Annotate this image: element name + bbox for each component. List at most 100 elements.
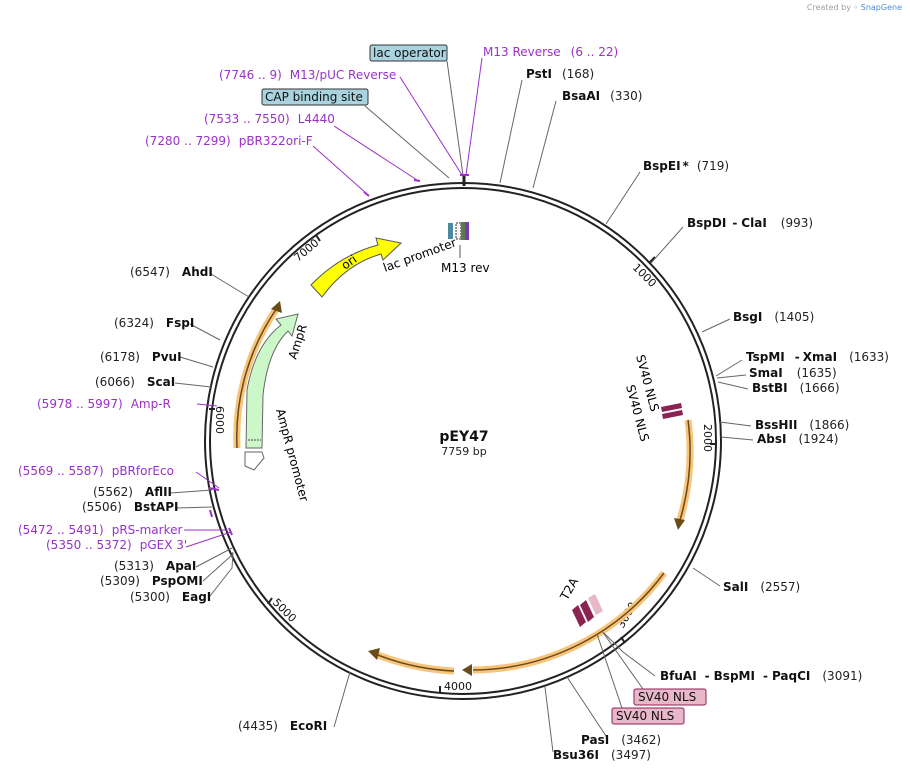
site-label-bspdi-clai[interactable]: BspDI-ClaI(993) xyxy=(687,216,813,230)
primer-label-m13-reverse[interactable]: M13 Reverse(6 .. 22) xyxy=(483,45,618,59)
leader-bsshii xyxy=(719,421,752,427)
primer-tick-prs-marker xyxy=(209,509,213,518)
site-label-tspmi-xmai[interactable]: TspMI-XmaI(1633) xyxy=(746,350,889,364)
leader-scai xyxy=(174,382,212,388)
leader-bsaai xyxy=(532,100,557,189)
site-label-sali[interactable]: SalI(2557) xyxy=(723,580,800,594)
lac-operator-box[interactable] xyxy=(461,222,465,240)
site-label-ahdi[interactable]: (6547)AhdI xyxy=(130,265,213,279)
t2a-label: T2A xyxy=(557,575,582,604)
boxed-label-lac-operator[interactable]: lac operator xyxy=(369,44,448,62)
site-pos: (5313) xyxy=(114,559,154,573)
leader-amp-r xyxy=(196,403,218,407)
site-label-absi[interactable]: AbsI(1924) xyxy=(757,432,838,446)
lac-promoter-box[interactable] xyxy=(455,222,462,240)
primer-pos: (7280 .. 7299) xyxy=(145,134,231,148)
site-label-apai[interactable]: (5313)ApaI xyxy=(114,559,196,573)
site-label-pspomi[interactable]: (5309)PspOMI xyxy=(100,574,203,588)
site-name: AflII xyxy=(145,485,172,499)
site-label-bstbi[interactable]: BstBI(1666) xyxy=(752,381,840,395)
site-label-bfuai-bspmi-paqci[interactable]: BfuAI-BspMI-PaqCI(3091) xyxy=(660,669,862,683)
primer-label-amp-r[interactable]: (5978 .. 5997)Amp-R xyxy=(37,397,171,411)
site-label-scai[interactable]: (6066)ScaI xyxy=(95,375,175,389)
leader-bfuai xyxy=(603,632,656,677)
site-pos: (1666) xyxy=(800,381,840,395)
t2a-cluster[interactable] xyxy=(572,594,603,627)
primer-label-prs-marker[interactable]: (5472 .. 5491) pRS-marker xyxy=(18,523,182,537)
site-name: SmaI xyxy=(749,366,783,380)
primer-label-pbr322ori-f[interactable]: (7280 .. 7299)pBR322ori-F xyxy=(145,134,313,148)
leader-bspdi xyxy=(650,226,684,264)
tick-label-7000: 7000 xyxy=(292,236,322,264)
leader-psti xyxy=(499,79,523,184)
site-pos: (6547) xyxy=(130,265,170,279)
site-label-pasi[interactable]: PasI(3462) xyxy=(581,733,661,747)
primer-label-l4440[interactable]: (7533 .. 7550)L4440 xyxy=(204,112,335,126)
boxed-label-sv40-nls-2[interactable]: SV40 NLS xyxy=(611,707,685,725)
primer-pos: (5472 .. 5491) xyxy=(18,523,104,537)
primer-leaders xyxy=(184,57,483,548)
primer-name: pRS-marker xyxy=(112,523,183,537)
site-label-aflii[interactable]: (5562)AflII xyxy=(93,485,172,499)
primer-label-m13-puc-reverse[interactable]: (7746 .. 9)M13/pUC Reverse xyxy=(219,68,396,82)
site-label-bsgi[interactable]: BsgI(1405) xyxy=(733,310,814,324)
site-pos: (6178) xyxy=(100,350,140,364)
primer-pos: (6 .. 22) xyxy=(571,45,619,59)
site-alt-2: PaqCI xyxy=(772,669,810,683)
site-label-psti[interactable]: PstI(168) xyxy=(526,67,594,81)
site-label-bspei[interactable]: BspEI*(719) xyxy=(643,159,729,173)
site-label-ecori[interactable]: (4435) EcoRI xyxy=(238,719,327,733)
site-label-bsshii[interactable]: BssHII(1866) xyxy=(755,418,849,432)
orange-arc-glow-4 xyxy=(376,651,455,675)
t2a-arrow-2 xyxy=(580,600,594,622)
ampr-promoter-arrow[interactable] xyxy=(244,451,265,471)
site-name: EcoRI xyxy=(290,719,327,733)
site-pos: (1924) xyxy=(798,432,838,446)
primer-name: M13/pUC Reverse xyxy=(290,68,397,82)
primer-labels: M13 Reverse(6 .. 22) (7746 .. 9)M13/pUC … xyxy=(18,45,618,552)
leader-m13-reverse xyxy=(465,57,483,176)
tick-label-6000: 6000 xyxy=(213,406,226,434)
snapgene-logo: ◦ xyxy=(853,3,859,12)
boxed-label-sv40-nls-1[interactable]: SV40 NLS xyxy=(633,688,707,706)
leader-bstbi xyxy=(717,381,749,390)
site-pos: (5506) xyxy=(82,500,122,514)
ampr-arrow[interactable] xyxy=(245,313,299,449)
leader-smai xyxy=(716,374,747,379)
leader-cap-binding xyxy=(364,105,450,179)
orange-arc-2 xyxy=(679,419,691,521)
site-sep-2: - xyxy=(763,669,768,683)
m13-rev-box[interactable] xyxy=(465,222,469,240)
site-label-eagi[interactable]: (5300)EagI xyxy=(130,590,211,604)
tick-5000 xyxy=(267,597,273,605)
site-pos: (5300) xyxy=(130,590,170,604)
site-label-bsaai[interactable]: BsaAI(330) xyxy=(562,89,642,103)
site-label-smai[interactable]: SmaI(1635) xyxy=(749,366,837,380)
backbone-inner-ring xyxy=(209,187,717,695)
sv40-nls-pair[interactable] xyxy=(661,403,683,419)
leader-pasi xyxy=(566,676,609,740)
boxed-label-cap-binding-site[interactable]: CAP binding site xyxy=(261,88,369,106)
cap-binding-badge-text: CAP binding site xyxy=(265,90,363,104)
site-pos: (4435) xyxy=(238,719,278,733)
leader-fspi xyxy=(189,323,221,341)
sv40-badge-2-bg xyxy=(611,707,685,725)
ampr-promoter-label: AmpR promoter xyxy=(273,407,311,503)
primer-tick-l4440 xyxy=(413,179,421,182)
site-label-fspi[interactable]: (6324)FspI xyxy=(114,316,194,330)
site-label-bstapi[interactable]: (5506)BstAPI xyxy=(82,500,178,514)
leader-bsu36i xyxy=(544,686,554,753)
site-pos: (6066) xyxy=(95,375,135,389)
primer-label-pgex3[interactable]: (5350 .. 5372)pGEX 3' xyxy=(46,538,187,552)
ori-arrow[interactable] xyxy=(310,237,403,298)
leader-sv40-box-2 xyxy=(596,633,623,709)
site-pos: (3091) xyxy=(822,669,862,683)
site-pos: (330) xyxy=(610,89,642,103)
site-label-bsu36i[interactable]: Bsu36I(3497) xyxy=(553,748,651,762)
leader-pspomi xyxy=(202,551,234,582)
primer-label-pbrforeco[interactable]: (5569 .. 5587)pBRforEco xyxy=(18,464,174,478)
tick-1000 xyxy=(648,256,656,264)
credit-brand: SnapGene xyxy=(860,3,902,12)
site-label-pvui[interactable]: (6178)PvuI xyxy=(100,350,182,364)
cap-binding-site-box[interactable] xyxy=(448,223,453,239)
